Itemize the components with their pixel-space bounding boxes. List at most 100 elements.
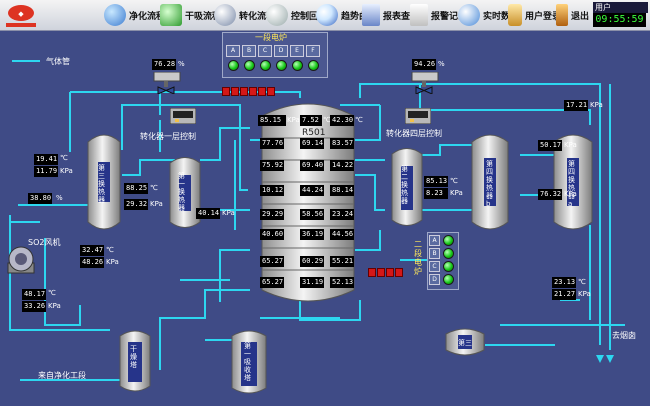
unit: KPa: [564, 190, 577, 198]
furnace2-row-d: D: [429, 274, 440, 285]
unit: ℃: [355, 116, 363, 124]
out-temp: 23.13: [552, 277, 576, 288]
unit: ℃: [150, 184, 158, 192]
r501-r8a: 65.27: [260, 277, 284, 288]
drying-tower[interactable]: [118, 328, 152, 394]
nav-control-loop[interactable]: 控制回路: [266, 1, 327, 29]
unit: KPa: [287, 116, 300, 124]
label-to-stack: 去烟囱: [612, 331, 636, 340]
furnace1-lamp-e[interactable]: [292, 60, 303, 71]
heat-exchanger-4a[interactable]: [552, 132, 594, 232]
controller-4-icon[interactable]: [405, 108, 431, 124]
valve-left-pct: 76.28: [152, 59, 176, 70]
nav-dryabsorb[interactable]: 干吸流程: [160, 1, 221, 29]
furnace2-lamp-a[interactable]: [443, 235, 454, 246]
nav-convert[interactable]: 转化流程: [214, 1, 275, 29]
valve-right-pct: 94.26: [412, 59, 436, 70]
unit: ℃: [48, 289, 56, 297]
furnace2-row-c: C: [429, 261, 440, 272]
r501-r1c: 42.30: [330, 115, 354, 126]
furnace1-lamp-a[interactable]: [228, 60, 239, 71]
hx1-b: 29.32: [124, 199, 148, 210]
svg-text:◆: ◆: [18, 10, 24, 18]
r501-r7b: 60.29: [300, 256, 324, 267]
valve-right-icon[interactable]: [410, 72, 440, 94]
label-ctrl1: 转化器一层控制: [140, 132, 196, 141]
nav-purify[interactable]: 净化流程: [104, 1, 165, 29]
absorption-tower-1[interactable]: [230, 328, 268, 396]
nav-alarm[interactable]: 报警记录: [410, 1, 467, 29]
dryabsorb-icon: [160, 4, 182, 26]
r501-r8c: 52.13: [330, 277, 354, 288]
furnace1-col-c: C: [258, 45, 272, 57]
label-hx1: 第一换热器: [178, 172, 185, 212]
alarm-icon: [410, 4, 428, 26]
so2-fan-icon[interactable]: [4, 245, 38, 275]
r501-r8b: 31.19: [300, 277, 324, 288]
unit: KPa: [106, 258, 119, 266]
heat-exchanger-4b[interactable]: [470, 132, 510, 232]
exit-icon: [556, 4, 568, 26]
hx3-press: 11.79: [34, 166, 58, 177]
label-dry-tower: 干燥塔: [130, 345, 137, 369]
fan-press: 48.26: [80, 257, 104, 268]
heat-exchanger-2[interactable]: [390, 146, 424, 228]
purify-icon: [104, 4, 126, 26]
small-vessel[interactable]: [444, 326, 486, 358]
login-icon: [508, 4, 522, 26]
nav-exit[interactable]: 退出: [556, 1, 589, 29]
valve-left-icon[interactable]: [152, 72, 182, 94]
fan-temp: 32.47: [80, 245, 104, 256]
furnace1-col-f: F: [306, 45, 320, 57]
furnace2-lamp-d[interactable]: [443, 274, 454, 285]
nav-trend[interactable]: 趋势曲线: [316, 1, 377, 29]
r501-r5c: 23.24: [330, 209, 354, 220]
heat-exchanger-3[interactable]: [86, 132, 122, 232]
furnace2-seg: [395, 268, 403, 277]
label-hx3: 第三换热器: [98, 164, 105, 204]
unit: %: [56, 194, 63, 202]
clock: 09:55:59: [593, 13, 646, 27]
label-abs1: 第一吸收塔: [244, 342, 251, 382]
furnace1-lamp-f[interactable]: [308, 60, 319, 71]
r501-r7a: 65.27: [260, 256, 284, 267]
unit: KPa: [150, 200, 163, 208]
out-press: 21.27: [552, 289, 576, 300]
nav-realtime[interactable]: 实时数据: [458, 1, 519, 29]
furnace1-lamp-c[interactable]: [260, 60, 271, 71]
dry-temp: 48.17: [22, 289, 46, 300]
heat-exchanger-1[interactable]: [168, 155, 202, 230]
unit-pct: %: [438, 60, 445, 68]
trend-icon: [316, 4, 338, 26]
user-indicator: 用户: [593, 2, 648, 13]
pct-left: 38.80: [28, 193, 52, 204]
r501-r5b: 58.56: [300, 209, 324, 220]
furnace1-col-d: D: [274, 45, 288, 57]
furnace1-col-e: E: [290, 45, 304, 57]
realtime-icon: [458, 4, 480, 26]
furnace1-lamp-b[interactable]: [244, 60, 255, 71]
furnace2-row-b: B: [429, 248, 440, 259]
furnace1-lamp-d[interactable]: [276, 60, 287, 71]
dry-press: 33.26: [22, 301, 46, 312]
r501-r2a: 77.76: [260, 138, 284, 149]
r501-r5a: 29.29: [260, 209, 284, 220]
r501-r7c: 55.21: [330, 256, 354, 267]
hx2-press: 8.23: [424, 188, 448, 199]
controller-1-icon[interactable]: [170, 108, 196, 124]
label-misc-vessel: 第三: [458, 339, 472, 347]
nav-login[interactable]: 用户登录: [508, 1, 561, 29]
top-toolbar: ◆ 净化流程 干吸流程 转化流程 控制回路 趋势曲线 报表查询: [0, 0, 650, 31]
hx1-c: 40.14: [196, 208, 220, 219]
furnace2-lamp-b[interactable]: [443, 248, 454, 259]
nav-report[interactable]: 报表查询: [362, 1, 419, 29]
unit: KPa: [48, 302, 61, 310]
unit: ℃: [106, 246, 114, 254]
furnace1-seg: [231, 87, 239, 96]
unit: KPa: [60, 167, 73, 175]
hx4b-press: 76.32: [538, 189, 562, 200]
label-hx4b: 第四换热器b: [486, 160, 493, 208]
unit: KPa: [578, 290, 591, 298]
furnace2-lamp-c[interactable]: [443, 261, 454, 272]
